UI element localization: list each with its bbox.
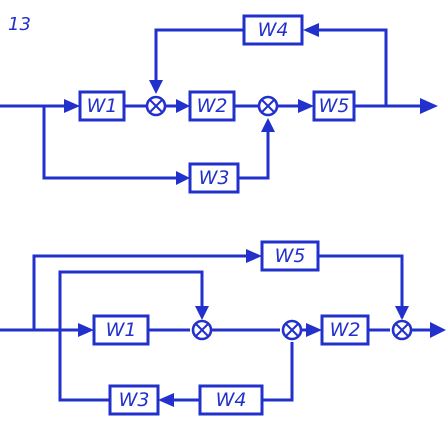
bottom-diagram: W1 W2 W5 W4 W3 [0, 240, 446, 416]
top-diagram: W1 W2 W5 W4 W3 [0, 14, 438, 194]
bottom-sum-junction-2 [281, 319, 303, 341]
top-connections [0, 28, 422, 180]
top-block-w4: W4 [242, 14, 304, 46]
bottom-block-w1-label: W1 [106, 319, 137, 341]
top-arrowheads [64, 23, 438, 185]
problem-number: 13 [8, 14, 31, 35]
bottom-arrowheads [78, 249, 446, 407]
bottom-block-w5: W5 [260, 240, 320, 272]
bottom-block-w2-label: W2 [330, 319, 361, 341]
top-block-w5-label: W5 [319, 95, 350, 117]
top-block-w5: W5 [312, 90, 356, 122]
top-block-w1-label: W1 [87, 95, 118, 117]
bottom-block-w2: W2 [320, 314, 370, 346]
top-block-w4-label: W4 [258, 19, 289, 41]
top-sum-junction-2 [257, 95, 279, 117]
top-block-w2-label: W2 [197, 95, 228, 117]
bottom-block-w5-label: W5 [275, 245, 306, 267]
bottom-sum-junction-3 [391, 319, 413, 341]
top-sum-junction-1 [145, 95, 167, 117]
bottom-block-w4-label: W4 [216, 389, 247, 411]
bottom-sum-junction-1 [191, 319, 213, 341]
top-block-w3-label: W3 [199, 167, 230, 189]
bottom-block-w4: W4 [198, 384, 264, 416]
bottom-block-w3: W3 [108, 384, 160, 416]
top-block-w1: W1 [78, 90, 126, 122]
bottom-block-w3-label: W3 [119, 389, 150, 411]
bottom-block-w1: W1 [92, 314, 150, 346]
top-block-w3: W3 [188, 162, 240, 194]
bottom-connections [0, 254, 432, 402]
top-block-w2: W2 [188, 90, 236, 122]
